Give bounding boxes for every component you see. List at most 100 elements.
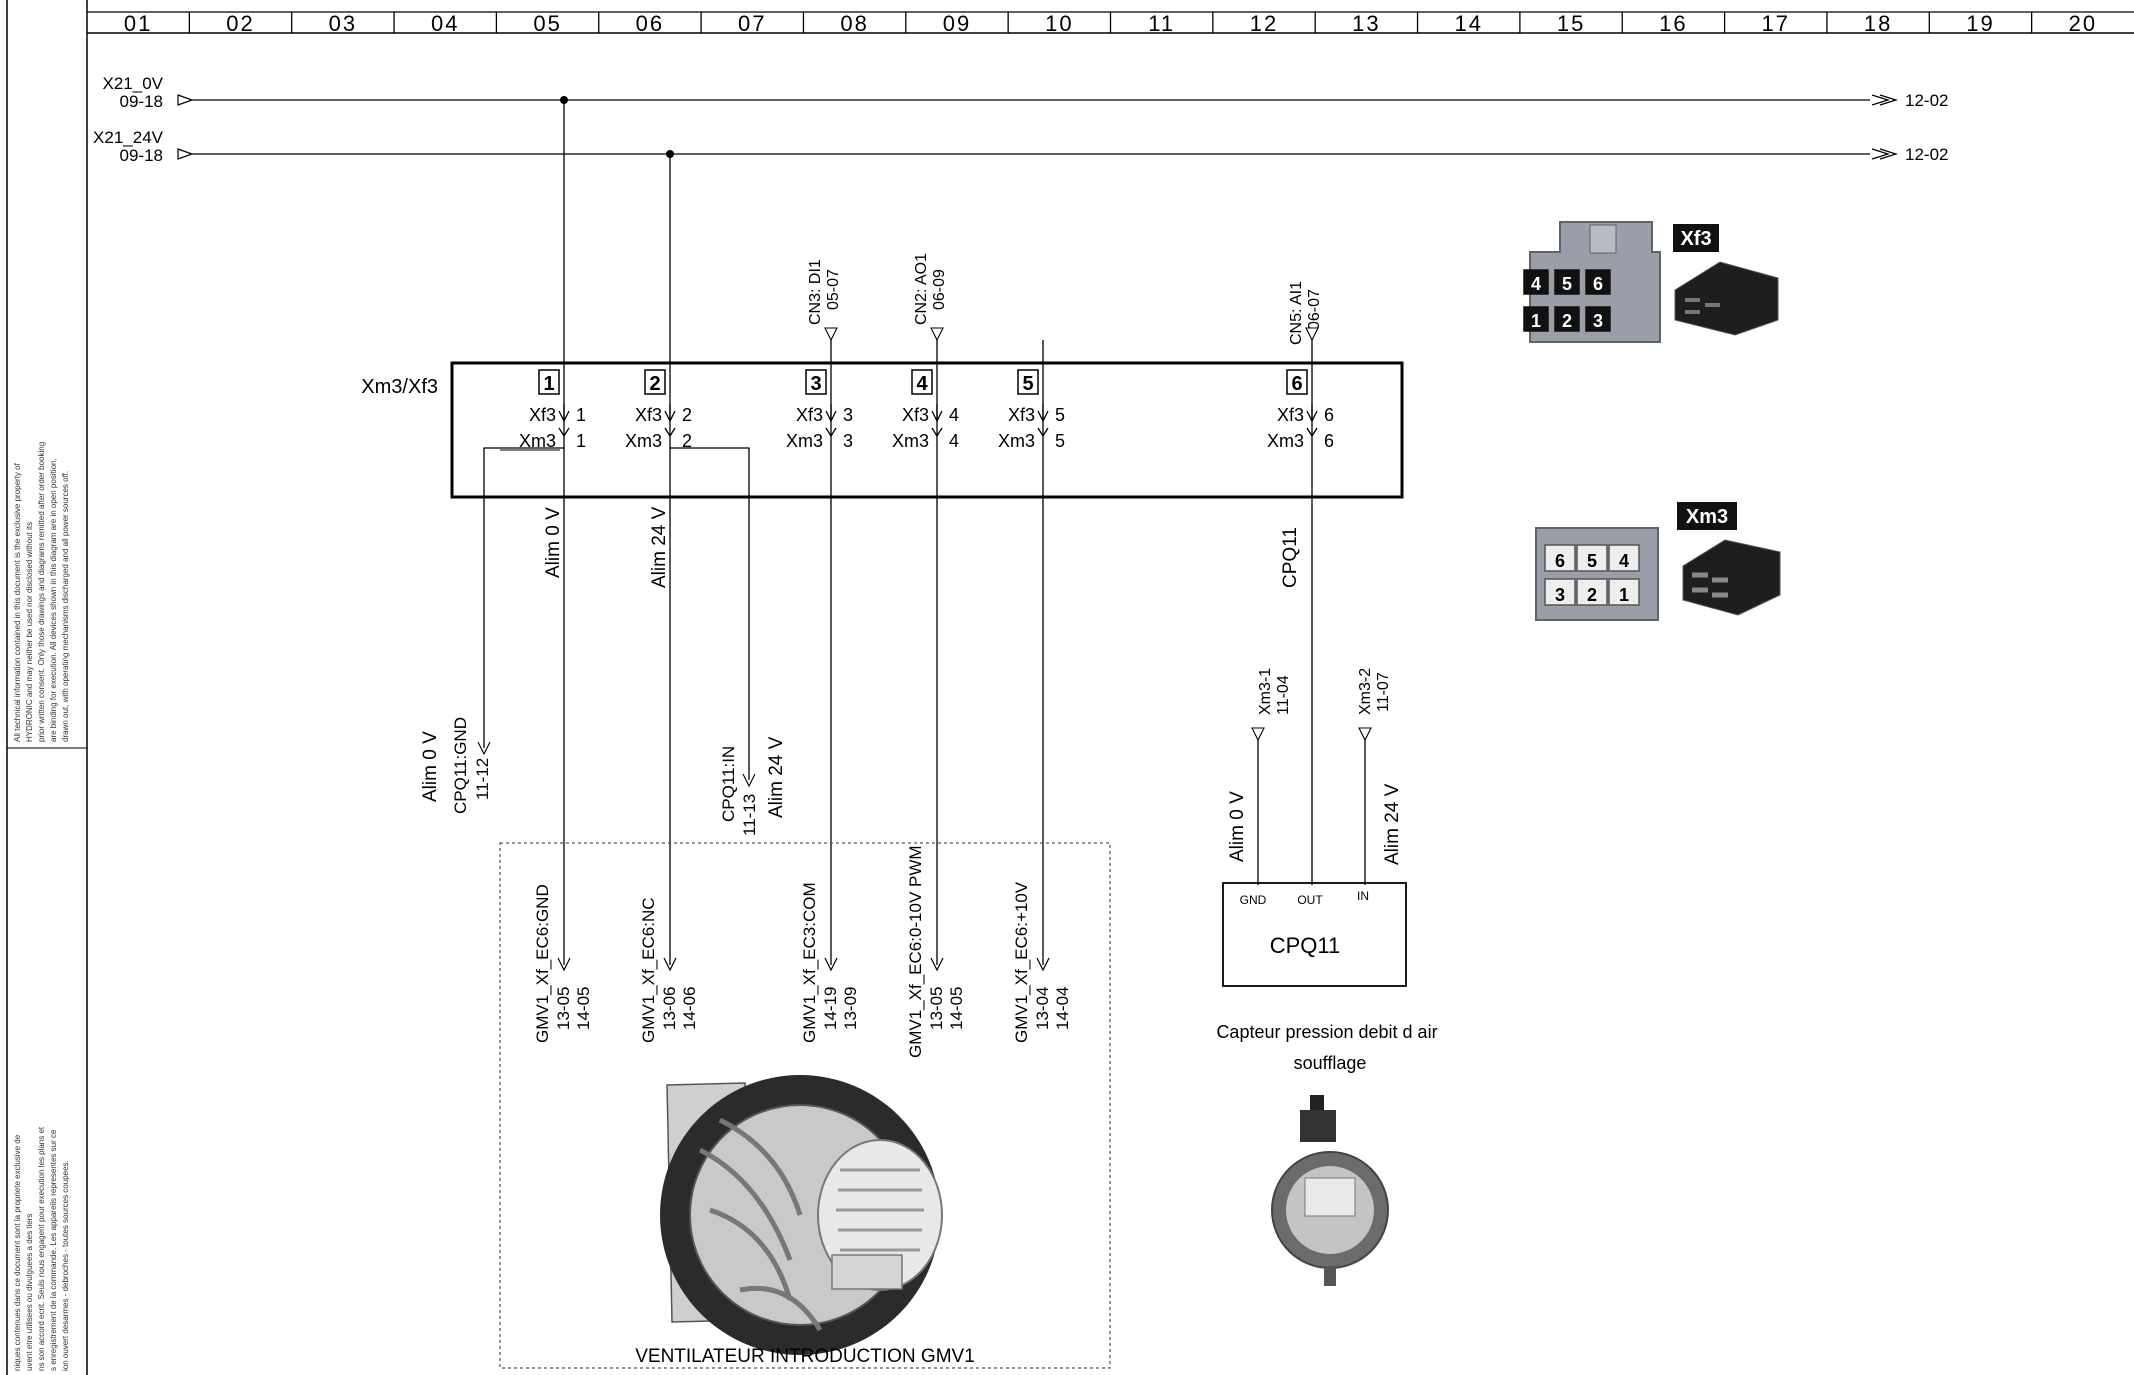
fan-ref-arrow <box>930 957 944 972</box>
connector-pin-cell <box>1608 578 1640 606</box>
pin-xm-label: Xm3 <box>1267 431 1304 451</box>
xf3-plug-holes <box>1685 298 1720 314</box>
connector-pin-number: 1 <box>1531 311 1541 331</box>
pin-xm-number: 6 <box>1324 431 1334 451</box>
disclaimer-fr-line-1: niques contenues dans ce document sont l… <box>13 1134 22 1371</box>
fan-ref-primary: 13-05 <box>554 987 573 1030</box>
pressure-sensor-image <box>1271 1095 1389 1286</box>
connector-box-name: Xm3/Xf3 <box>361 376 438 398</box>
fan-ref-secondary: 14-05 <box>947 987 966 1030</box>
pin-xm-label: Xm3 <box>519 431 556 451</box>
connector-pin-cell <box>1523 306 1549 332</box>
pin-xf-label: Xf3 <box>635 405 662 425</box>
left-ref-in-label1: CPQ11:IN <box>719 746 738 822</box>
column-number: 20 <box>2069 11 2097 36</box>
pin-xm-number: 3 <box>843 431 853 451</box>
sensor-ref-in-label: Xm3-2 <box>1357 668 1374 715</box>
wires <box>483 100 1366 965</box>
left-ref-in-arrow <box>742 773 756 788</box>
wire-label-cpq11: CPQ11 <box>1280 527 1301 588</box>
bus-0v-end-arrow <box>1871 94 1899 106</box>
bus-24v-name: X21_24V <box>93 128 164 147</box>
column-number: 03 <box>329 11 357 36</box>
pin-female-symbol <box>1306 404 1318 423</box>
fan-ref-arrow <box>557 957 571 972</box>
fan-ref-primary: 13-05 <box>927 987 946 1030</box>
disclaimer-fr-line-5: ion ouvert desarmes - debroches - toutes… <box>61 1160 70 1371</box>
left-ref-gnd-ref: 11-12 <box>473 758 492 800</box>
pin-female-symbol <box>1037 404 1049 423</box>
pin-xf-label: Xf3 <box>529 405 556 425</box>
disclaimer-en-line-3: prior written consent. Only those drawin… <box>37 441 46 742</box>
bus-0v-name: X21_0V <box>103 74 164 93</box>
bus-0v-dest: 12-02 <box>1905 91 1948 110</box>
fan-blades <box>698 1117 823 1332</box>
pin-xf-label: Xf3 <box>1277 405 1304 425</box>
disclaimer-en-line-4: are binding for execution. All devices s… <box>49 458 58 742</box>
disclaimer-en: All technical information contained in t… <box>12 292 82 742</box>
fan-ref-secondary: 13-09 <box>841 987 860 1030</box>
top-ref-cn5-ref: 06-07 <box>1306 289 1323 330</box>
wire-bridge-left <box>483 447 564 748</box>
column-number: 06 <box>636 11 664 36</box>
fan-image <box>660 1075 943 1355</box>
connector-pin-cell <box>1554 269 1580 295</box>
sensor-pin-in: IN <box>1357 889 1369 903</box>
top-ref-cn5: CN5: AI1 06-07 <box>1288 281 1323 345</box>
connector-pin-number: 1 <box>1619 585 1629 605</box>
xf3-title: Xf3 <box>1680 228 1711 250</box>
connector-pin-number: 3 <box>1555 585 1565 605</box>
top-ref-cn5-label: CN5: AI1 <box>1288 281 1305 345</box>
column-number: 14 <box>1454 11 1482 36</box>
sensor-ref-gnd-wire: Alim 0 V <box>1227 791 1248 862</box>
pin-female-symbol <box>664 404 676 423</box>
column-number: 01 <box>124 11 152 36</box>
xf3-title-bg <box>1673 224 1719 252</box>
xm3-housing <box>1535 527 1659 621</box>
pin-xm-number: 1 <box>576 431 586 451</box>
fan-motor-fins <box>836 1168 924 1252</box>
connector-pin-cell <box>1523 269 1549 295</box>
connector-pin-cell <box>1544 544 1576 572</box>
connector-pin-number: 6 <box>1593 274 1603 294</box>
pin-number-box <box>1017 369 1039 395</box>
connector-pin-number: 4 <box>1619 551 1629 571</box>
bus-24v-dest: 12-02 <box>1905 145 1948 164</box>
connector-pin-cell <box>1576 544 1608 572</box>
pin-number: 5 <box>1022 373 1033 395</box>
column-number: 16 <box>1659 11 1687 36</box>
fan-ref-secondary: 14-04 <box>1053 987 1072 1030</box>
left-ref-gnd: Alim 0 V CPQ11:GND 11-12 <box>420 717 492 814</box>
column-number: 05 <box>533 11 561 36</box>
top-ref-cn3-label: CN3: DI1 <box>807 259 824 325</box>
disclaimer-en-line-1: All technical information contained in t… <box>13 463 22 742</box>
pin-xf-label: Xf3 <box>1008 405 1035 425</box>
fan-ref-label: GMV1_Xf_EC6:NC <box>639 898 658 1044</box>
connector-pin-number: 2 <box>1587 585 1597 605</box>
pin-xf-number: 3 <box>843 405 853 425</box>
connector-pin-number: 6 <box>1555 551 1565 571</box>
pin-male-symbol <box>558 427 570 438</box>
xf3-plug-image <box>1674 261 1779 336</box>
connector-pin-number: 5 <box>1562 274 1572 294</box>
sensor-ref-gnd-ref: 11-04 <box>1275 675 1292 715</box>
connector-pin-cell <box>1576 578 1608 606</box>
disclaimer-en-line-5: drawn out, with operating mechanisms dis… <box>61 470 70 742</box>
pin-number-box <box>538 369 560 395</box>
fan-terminal-box <box>831 1254 903 1290</box>
pin-number-box <box>805 369 827 395</box>
top-ref-cn3: CN3: DI1 05-07 <box>807 259 842 342</box>
bus-24v-start-arrow <box>177 148 194 160</box>
sensor-ref-gnd: Xm3-1 11-04 Alim 0 V <box>1227 668 1292 862</box>
pin-number-box <box>1286 369 1308 395</box>
disclaimer-fr-line-4: s enregistrement de la commande. Les app… <box>49 1129 58 1371</box>
left-ref-gnd-arrow <box>477 741 491 756</box>
sensor-ref-gnd-arrow <box>1251 727 1265 742</box>
